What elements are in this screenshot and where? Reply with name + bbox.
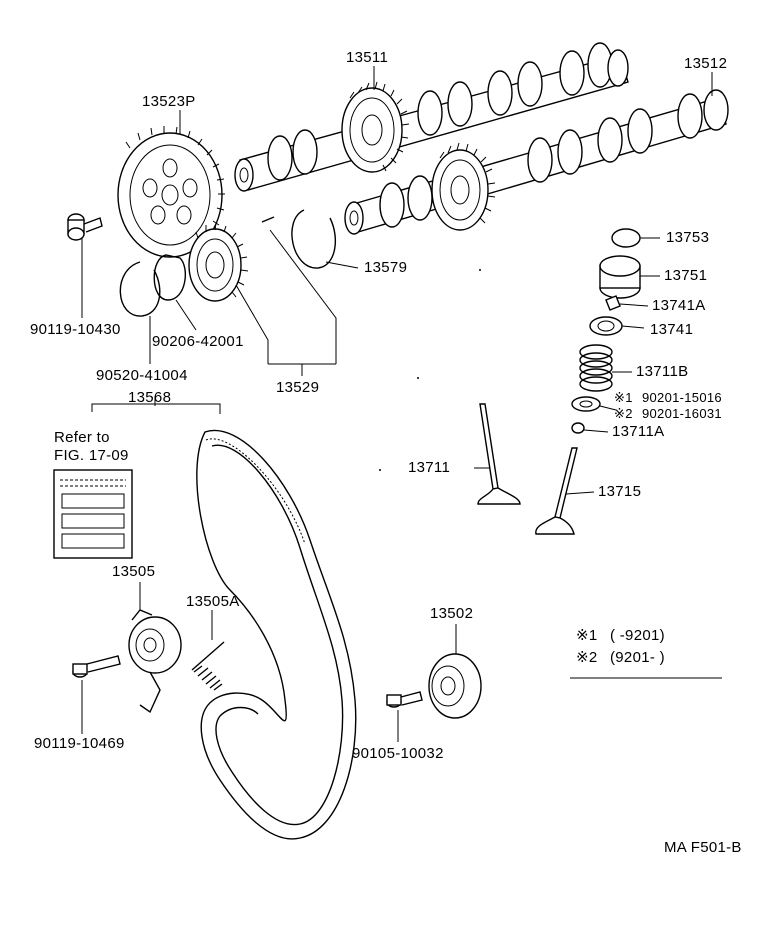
label-13505A: 13505A bbox=[186, 593, 240, 610]
label-13741A: 13741A bbox=[652, 297, 706, 314]
keeper-13741A bbox=[605, 295, 621, 311]
label-13502: 13502 bbox=[430, 605, 474, 622]
spring-13711B bbox=[579, 344, 613, 392]
label-90119-10430: 90119-10430 bbox=[30, 321, 121, 338]
label-90520-41004: 90520-41004 bbox=[96, 367, 188, 384]
label-90201-15016: 90201-15016 bbox=[642, 390, 722, 405]
legend-mark-1: ※1 bbox=[576, 627, 598, 644]
leader-lines bbox=[81, 66, 722, 742]
label-mark-1: ※1 bbox=[614, 390, 633, 405]
timing-belt-13568 bbox=[196, 429, 357, 840]
tensioner-13505 bbox=[128, 609, 182, 714]
pin-90206-42001 bbox=[153, 254, 187, 301]
label-13711B: 13711B bbox=[636, 363, 689, 380]
bolt-90105-10032 bbox=[386, 691, 423, 708]
label-90105-10032: 90105-10032 bbox=[352, 745, 444, 762]
bolt-90119-10430 bbox=[67, 213, 103, 241]
timing-gear-13529 bbox=[188, 222, 249, 302]
label-13511: 13511 bbox=[346, 49, 389, 66]
figure-code: MA F501-B bbox=[664, 839, 742, 856]
legend-range-1: ( -9201) bbox=[610, 627, 665, 644]
label-13579: 13579 bbox=[364, 259, 408, 276]
shim-13753 bbox=[611, 228, 641, 248]
refer-to-line2: FIG. 17-09 bbox=[54, 447, 129, 464]
camshaft-13511 bbox=[234, 42, 629, 192]
bolt-90119-10469 bbox=[72, 655, 121, 678]
retainer-13741 bbox=[589, 316, 623, 336]
ring-90520-41004 bbox=[119, 261, 161, 317]
legend-range-2: (9201- ) bbox=[610, 649, 665, 666]
label-90206-42001: 90206-42001 bbox=[152, 333, 244, 350]
label-13529: 13529 bbox=[276, 379, 320, 396]
label-13711: 13711 bbox=[408, 459, 451, 476]
seal-13711A bbox=[571, 422, 585, 434]
label-mark-2: ※2 bbox=[614, 406, 633, 421]
camshaft-13512 bbox=[344, 89, 729, 235]
washer-90201 bbox=[571, 396, 601, 412]
label-13753: 13753 bbox=[666, 229, 710, 246]
label-90201-16031: 90201-16031 bbox=[642, 406, 722, 421]
valve-13715 bbox=[535, 447, 578, 535]
idler-pulley-13502 bbox=[428, 653, 482, 719]
label-90119-10469: 90119-10469 bbox=[34, 735, 125, 752]
label-13505: 13505 bbox=[112, 563, 156, 580]
label-13523P: 13523P bbox=[142, 93, 196, 110]
camshaft-pulley-13523P bbox=[117, 126, 225, 258]
label-13568: 13568 bbox=[128, 389, 172, 406]
key-pin bbox=[261, 216, 275, 223]
legend-mark-2: ※2 bbox=[576, 649, 598, 666]
label-13512: 13512 bbox=[684, 55, 728, 72]
refer-to-line1: Refer to bbox=[54, 429, 110, 446]
snap-ring-13579 bbox=[291, 209, 337, 269]
label-13751: 13751 bbox=[664, 267, 708, 284]
valve-13711 bbox=[477, 403, 521, 505]
spring-13505A bbox=[191, 641, 225, 691]
label-13715: 13715 bbox=[598, 483, 642, 500]
label-13711A: 13711A bbox=[612, 423, 665, 440]
label-13741: 13741 bbox=[650, 321, 694, 338]
reference-document-icon bbox=[53, 469, 133, 559]
lifter-13751 bbox=[599, 255, 641, 299]
